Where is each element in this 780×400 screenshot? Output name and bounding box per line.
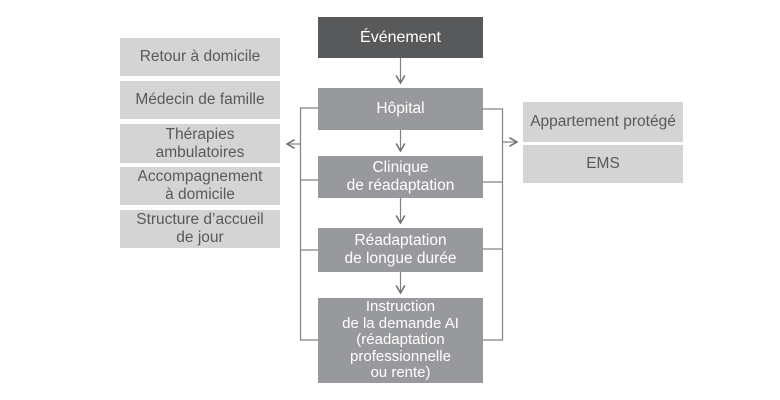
- option-box-accompagnement-domicile: Accompagnement à domicile: [120, 167, 280, 205]
- option-accompagnement-label: Accompagnement à domicile: [137, 168, 263, 203]
- option-appartement-label: Appartement protégé: [530, 113, 676, 130]
- option-box-ems: EMS: [523, 145, 683, 183]
- option-box-structure-accueil-jour: Structure d’accueil de jour: [120, 210, 280, 248]
- option-box-medecin-famille: Médecin de famille: [120, 81, 280, 119]
- flow-box-evenement: Événement: [318, 17, 483, 58]
- flow-box-instruction-demande-ai: Instruction de la demande AI (réadaptati…: [318, 298, 483, 383]
- flow-box-clinique-readaptation: Clinique de réadaptation: [318, 156, 483, 198]
- flow-box-evenement-label: Événement: [360, 28, 441, 46]
- flow-box-hopital: Hôpital: [318, 88, 483, 130]
- flow-box-clinique-label: Clinique de réadaptation: [346, 159, 455, 194]
- flow-box-hopital-label: Hôpital: [376, 100, 425, 117]
- left-bus-line: [299, 107, 318, 341]
- option-box-appartement-protege: Appartement protégé: [523, 102, 683, 142]
- option-box-retour-domicile: Retour à domicile: [120, 38, 280, 76]
- flow-box-instruction-label: Instruction de la demande AI (réadaptati…: [342, 298, 459, 382]
- option-retour-domicile-label: Retour à domicile: [139, 48, 261, 65]
- flow-box-readaptation-longue-duree: Réadaptation de longue durée: [318, 228, 483, 272]
- option-therapies-label: Thérapies ambulatoires: [155, 125, 245, 161]
- option-medecin-famille-label: Médecin de famille: [135, 91, 265, 108]
- right-bus-line: [483, 108, 504, 341]
- flow-box-readaptation-label: Réadaptation de longue durée: [344, 232, 457, 267]
- option-box-therapies-ambulatoires: Thérapies ambulatoires: [120, 124, 280, 163]
- option-ems-label: EMS: [586, 155, 620, 172]
- option-structure-accueil-label: Structure d’accueil de jour: [136, 211, 264, 246]
